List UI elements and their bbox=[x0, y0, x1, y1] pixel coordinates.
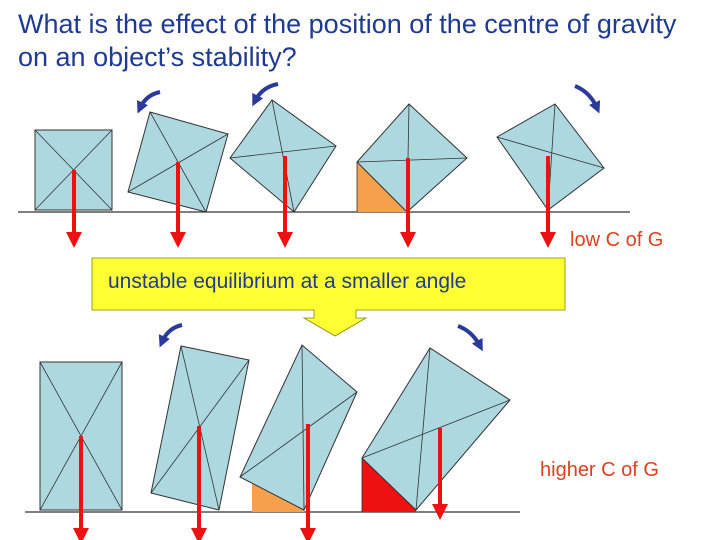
rotation-arrow-icon bbox=[252, 82, 279, 107]
rotation-arrow-icon bbox=[137, 90, 161, 114]
callout-box: unstable equilibrium at a smaller angle bbox=[91, 257, 566, 337]
tall-block-on-corner bbox=[239, 344, 358, 512]
callout-text: unstable equilibrium at a smaller angle bbox=[108, 270, 466, 293]
rotation-arrow-icon bbox=[457, 324, 483, 352]
low-cog-label: low C of G bbox=[570, 229, 663, 251]
high-cog-label: higher C of G bbox=[540, 459, 659, 481]
rotation-arrow-icon bbox=[574, 84, 601, 114]
page-title: What is the effect of the position of th… bbox=[18, 9, 677, 72]
tall-block-toppling bbox=[361, 347, 511, 512]
square-toppling bbox=[496, 103, 605, 211]
rotation-arrow-icon bbox=[158, 323, 183, 348]
square-on-corner bbox=[356, 103, 468, 213]
